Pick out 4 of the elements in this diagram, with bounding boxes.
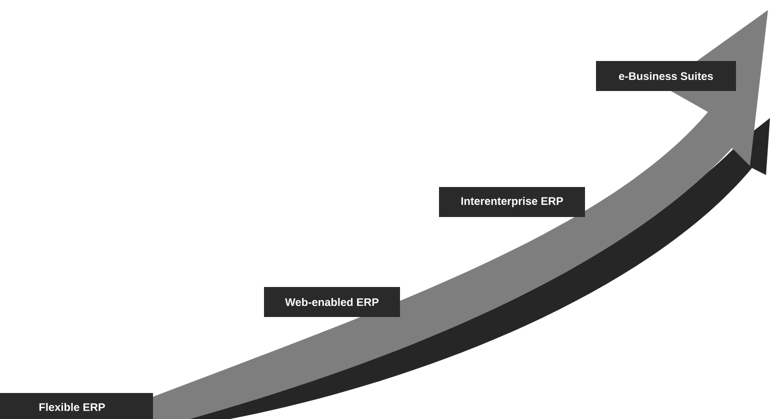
label-box: e-Business Suites [596, 61, 736, 91]
label-box: Interenterprise ERP [439, 186, 585, 217]
label-box: Flexible ERP [0, 392, 153, 419]
label-box: Web-enabled ERP [264, 286, 400, 317]
